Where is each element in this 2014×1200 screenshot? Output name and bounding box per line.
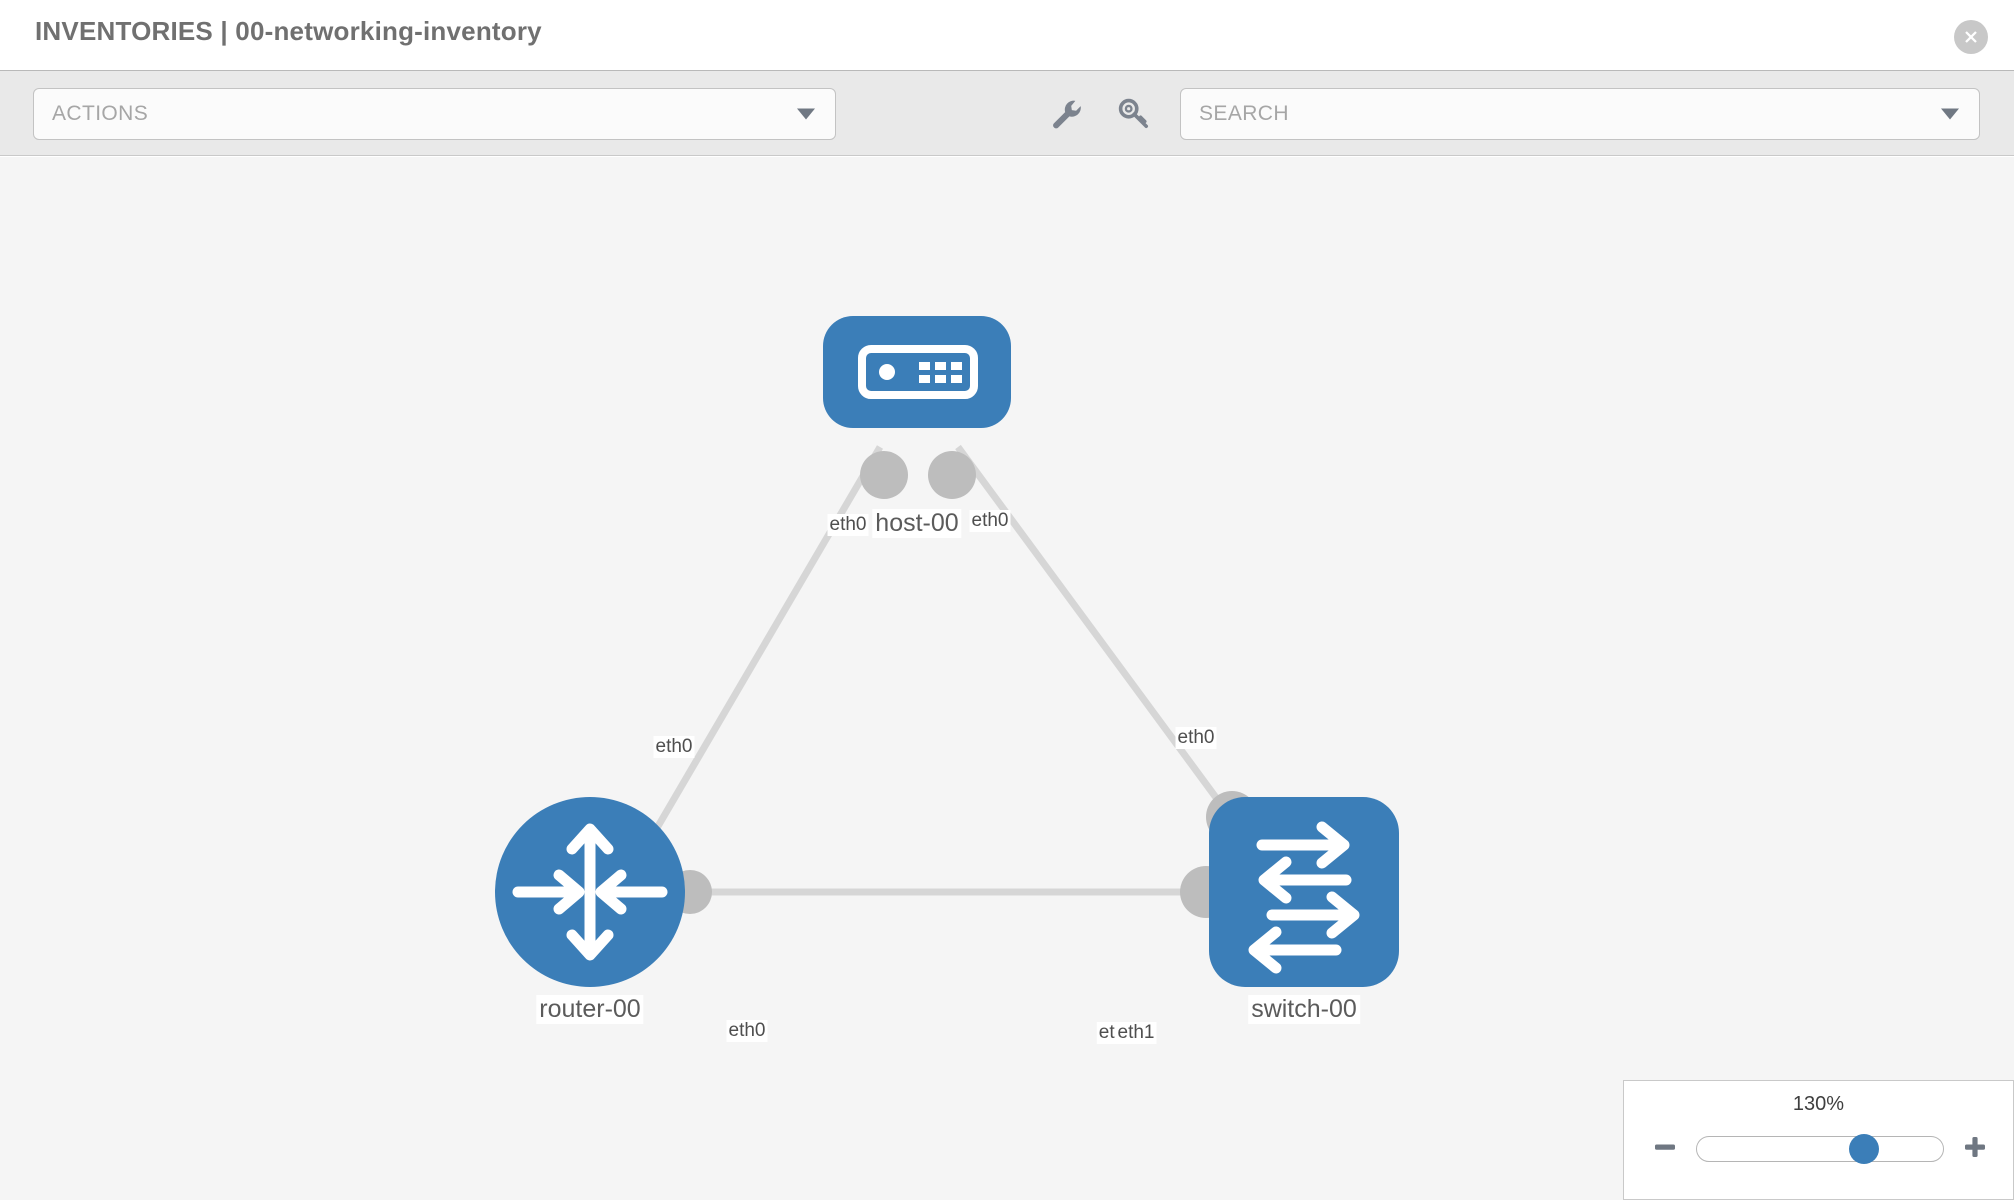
chevron-down-icon — [797, 108, 815, 120]
node-router-00[interactable] — [495, 797, 685, 987]
zoom-control-panel: 130% — [1623, 1080, 2014, 1200]
iface-label-host00-eth0-right: eth0 — [969, 510, 1011, 532]
iface-label-router00-eth0: eth0 — [726, 1020, 768, 1042]
page-title: INVENTORIES | 00-networking-inventory — [35, 16, 542, 46]
node-label-switch-00: switch-00 — [1248, 995, 1360, 1024]
connector-host00-eth0-right — [928, 451, 976, 499]
zoom-level-value: 130% — [1792, 1093, 1845, 1115]
iface-label-switch00-eth0-uplink: eth0 — [1175, 727, 1217, 749]
zoom-in-button[interactable] — [1958, 1132, 1992, 1166]
key-button[interactable] — [1114, 97, 1154, 135]
zoom-slider-thumb[interactable] — [1848, 1134, 1879, 1164]
connector-host00-eth0-left — [860, 451, 908, 499]
zoom-out-button[interactable] — [1648, 1132, 1682, 1166]
link-host00-switch00 — [955, 444, 1248, 840]
topology-graph — [495, 316, 1399, 987]
window-header: INVENTORIES | 00-networking-inventory — [0, 0, 2014, 70]
iface-label-router00-eth0-uplink: eth0 — [653, 736, 695, 758]
toolbar: ACTIONS SEARCH — [0, 70, 2014, 156]
plus-icon — [1962, 1134, 1988, 1165]
close-icon — [1961, 27, 1981, 47]
node-label-host-00: host-00 — [872, 509, 962, 538]
zoom-slider[interactable] — [1695, 1134, 1944, 1164]
chevron-down-icon — [1941, 108, 1959, 120]
search-input[interactable]: SEARCH — [1180, 88, 1980, 140]
node-host-00[interactable] — [823, 316, 1011, 428]
topology-connectors — [668, 451, 1258, 918]
minus-icon — [1652, 1134, 1678, 1165]
actions-dropdown-label: ACTIONS — [52, 102, 149, 125]
actions-dropdown[interactable]: ACTIONS — [33, 88, 836, 140]
key-icon — [1117, 97, 1151, 136]
topology-canvas[interactable]: host-00 router-00 switch-00 eth0 eth0 et… — [0, 157, 2014, 1200]
node-switch-00[interactable] — [1209, 797, 1399, 987]
search-placeholder: SEARCH — [1199, 102, 1289, 125]
switch-arrows-icon — [1248, 821, 1360, 974]
link-host00-router00 — [636, 445, 884, 859]
zoom-row — [1624, 1127, 2014, 1171]
iface-label-host00-eth0-left: eth0 — [827, 514, 869, 536]
wrench-button[interactable] — [1046, 97, 1086, 135]
router-arrows-icon — [512, 823, 668, 961]
iface-label-switch00-eth1: eth1 — [1115, 1022, 1157, 1044]
node-label-router-00: router-00 — [536, 995, 644, 1024]
server-device-icon — [858, 345, 978, 399]
close-button[interactable] — [1954, 20, 1988, 54]
wrench-icon — [1049, 97, 1083, 136]
